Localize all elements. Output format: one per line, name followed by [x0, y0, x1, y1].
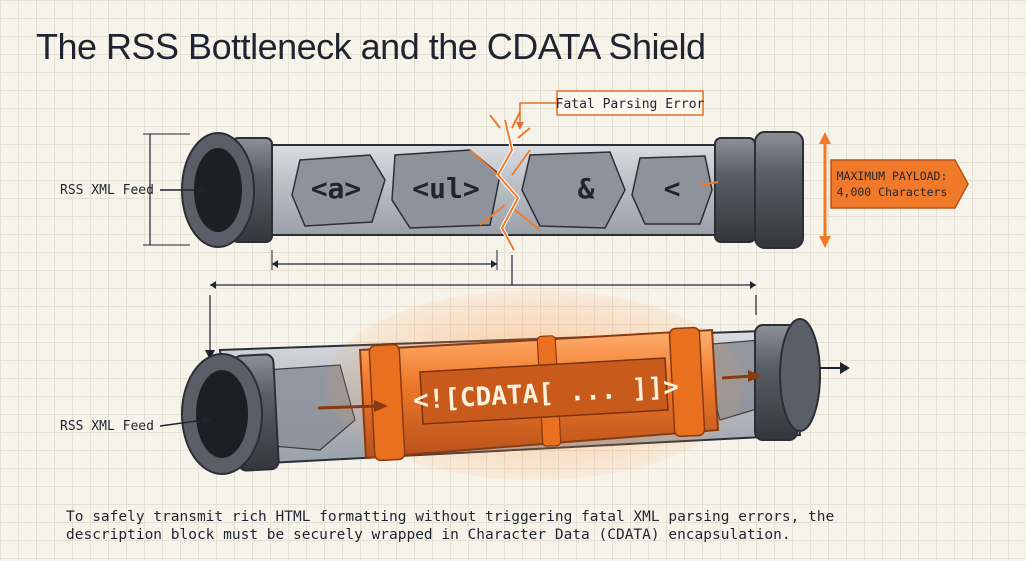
fatal-error-callout: Fatal Parsing Error — [516, 91, 705, 130]
bottom-feed-label: RSS XML Feed — [60, 419, 154, 434]
top-pipe — [182, 112, 803, 250]
exit-arrow-icon — [840, 362, 850, 374]
payload-line2: 4,000 Characters — [837, 185, 948, 199]
token-ul: <ul> — [412, 172, 479, 205]
payload-badge — [831, 160, 968, 208]
token-a: <a> — [311, 172, 362, 205]
caption: To safely transmit rich HTML formatting … — [66, 508, 966, 544]
caption-line-1: To safely transmit rich HTML formatting … — [66, 508, 966, 526]
fatal-error-label: Fatal Parsing Error — [556, 97, 705, 112]
top-feed-label: RSS XML Feed — [60, 183, 154, 198]
caption-line-2: description block must be securely wrapp… — [66, 526, 966, 544]
token-lt: < — [664, 172, 681, 205]
payload-line1: MAXIMUM PAYLOAD: — [837, 169, 948, 183]
token-amp: & — [578, 172, 595, 205]
